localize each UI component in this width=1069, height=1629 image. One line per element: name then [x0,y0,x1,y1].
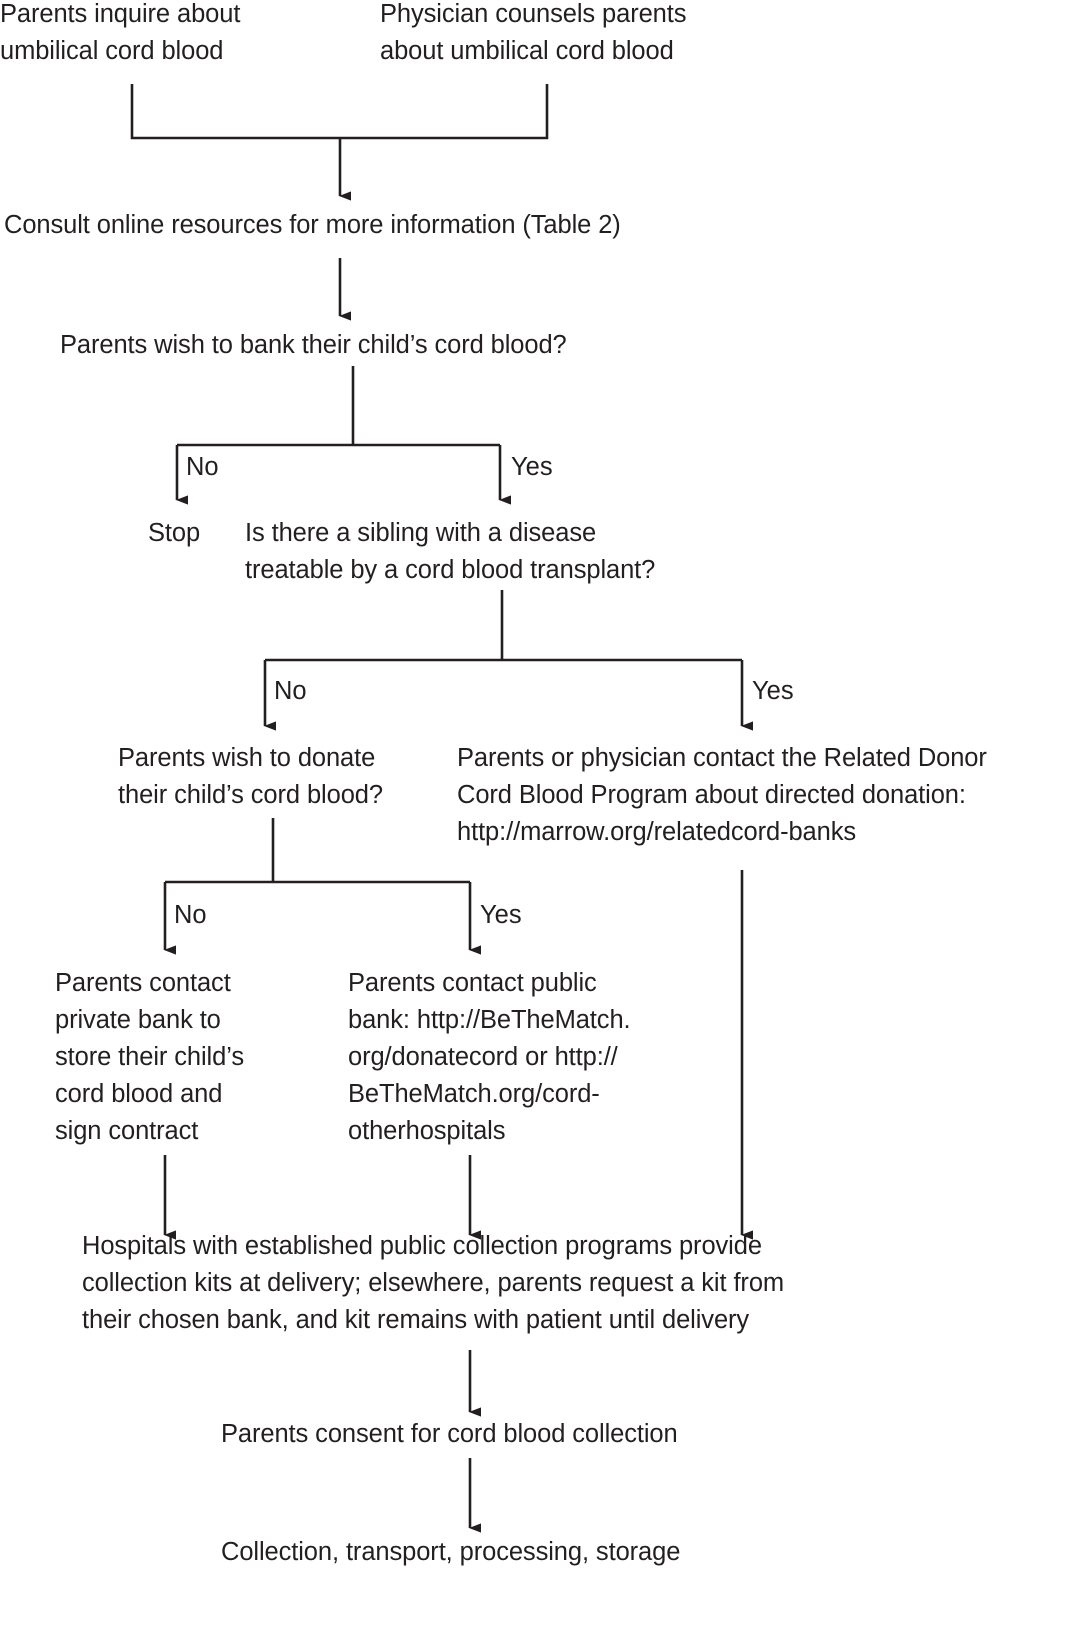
node-physician-counsels: Physician counsels parents about umbilic… [380,0,687,65]
node-related-donor: Parents or physician contact the Related… [457,744,987,846]
node-collection-transport: Collection, transport, processing, stora… [221,1538,681,1566]
node-wish-to-bank: Parents wish to bank their child’s cord … [60,331,567,359]
edge-label-sibling-yes: Yes [752,677,794,705]
node-consult-online: Consult online resources for more inform… [4,211,621,239]
edge-top-merge [130,84,549,140]
node-stop: Stop [148,519,201,547]
node-private-bank: Parents contact private bank to store th… [55,969,244,1145]
edge-label-bank-yes: Yes [511,453,553,481]
node-parents-inquire: Parents inquire about umbilical cord blo… [0,0,241,65]
edge-label-donate-no: No [174,901,207,929]
edge-label-bank-no: No [186,453,219,481]
node-hospitals-kits: Hospitals with established public collec… [82,1232,785,1334]
node-wish-to-donate: Parents wish to donate their child’s cor… [118,744,383,809]
edge-label-donate-yes: Yes [480,901,522,929]
node-parents-consent: Parents consent for cord blood collectio… [221,1420,678,1448]
edge-label-sibling-no: No [274,677,307,705]
node-sibling-disease: Is there a sibling with a disease treata… [245,519,656,584]
node-public-bank: Parents contact public bank: http://BeTh… [348,969,631,1145]
